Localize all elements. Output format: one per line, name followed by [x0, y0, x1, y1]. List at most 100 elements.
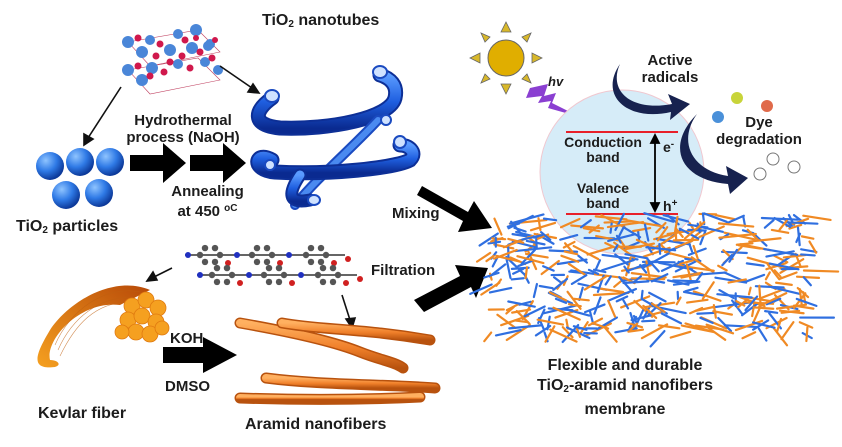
fiber-strand [614, 327, 638, 334]
fiber-strand [745, 262, 765, 267]
fiber-strand [805, 326, 809, 343]
fiber-strand [587, 268, 600, 276]
tio2-particles-label: TiO2 particles [16, 218, 119, 236]
fiber-strand [727, 278, 747, 284]
fiber-strand [800, 248, 818, 254]
fiber-strand [662, 214, 690, 223]
tio2-crystal-lattice-icon [122, 24, 223, 95]
fiber-strand [748, 237, 782, 243]
fiber-strand [493, 217, 503, 236]
fiber-strand [600, 259, 635, 272]
fiber-strand [512, 267, 525, 275]
fiber-strand [705, 325, 727, 341]
fiber-strand [513, 246, 553, 253]
fiber-strand [798, 288, 803, 306]
fiber-strand [672, 279, 697, 283]
fiber-strand [596, 316, 619, 331]
fiber-strand [741, 331, 757, 340]
fiber-strand [488, 286, 513, 294]
dye-molecules-icon [712, 92, 773, 123]
fiber-strand [524, 266, 529, 280]
fiber-strand [572, 325, 588, 331]
fiber-strand [699, 316, 714, 324]
fiber-strand [607, 299, 617, 318]
fiber-strand [802, 214, 832, 222]
tio2-particles-icon [36, 148, 124, 209]
kevlar-fiber-label: Kevlar fiber [38, 405, 127, 422]
fiber-strand [612, 244, 619, 253]
fiber-strand [567, 262, 587, 277]
fiber-strand [775, 281, 793, 286]
fiber-strand [674, 227, 684, 238]
fiber-strand [554, 297, 568, 305]
fiber-strand [510, 277, 525, 281]
fiber-strand [540, 259, 560, 276]
fiber-strand [763, 247, 799, 256]
fiber-strand [475, 251, 492, 263]
fiber-strand [586, 245, 615, 256]
fiber-strand [694, 272, 704, 284]
fiber-strand [507, 300, 536, 308]
fiber-strand [795, 297, 818, 307]
fiber-strand [573, 297, 590, 302]
fiber-strand [587, 317, 604, 327]
fiber-strand [563, 242, 574, 253]
fiber-strand [483, 331, 493, 343]
fiber-strand [630, 314, 652, 322]
fiber-strand [487, 240, 502, 245]
fiber-strand [778, 309, 805, 315]
fiber-strand [615, 295, 629, 303]
dye-degradation-arrow [680, 114, 748, 194]
fiber-strand [515, 309, 531, 325]
molecule-to-kevlar-arrow [145, 267, 173, 282]
fiber-strand [795, 232, 802, 244]
tio2-nanotubes-icon [250, 65, 421, 210]
fiber-strand [780, 321, 795, 341]
fiber-strand [721, 253, 733, 267]
fiber-strand [583, 303, 606, 314]
fiber-strand [703, 212, 728, 223]
membrane-label: Flexible and durable TiO2-aramid nanofib… [537, 357, 713, 418]
fiber-strand [563, 307, 591, 317]
fiber-strand [657, 261, 693, 271]
fiber-strand [744, 273, 766, 283]
fiber-strand [505, 258, 512, 280]
fiber-strand [492, 248, 518, 260]
lightning-icon [526, 84, 580, 117]
tio2-nanotubes-label: TiO2 nanotubes [262, 12, 380, 30]
fiber-strand [642, 304, 658, 320]
fiber-strand [718, 232, 757, 239]
fiber-strand [607, 233, 637, 243]
fiber-strand [744, 295, 759, 312]
kevlar-fiber-icon [37, 285, 170, 368]
fiber-strand [775, 317, 783, 333]
fiber-strand [684, 286, 699, 293]
fiber-strand [717, 222, 755, 228]
active-radicals-arrow [612, 64, 690, 120]
fiber-strand [561, 323, 580, 344]
fiber-strand [692, 244, 699, 260]
fiber-strand [770, 286, 802, 296]
lattice-to-particles-arrow [83, 86, 122, 147]
fiber-strand [535, 238, 538, 249]
fiber-strand [698, 225, 725, 239]
membrane-fiber-mat [469, 212, 840, 348]
band-gap-arrow [649, 132, 661, 214]
fiber-strand [588, 310, 595, 325]
fiber-strand [588, 224, 600, 234]
fiber-strand [798, 321, 814, 329]
fiber-strand [609, 222, 613, 234]
molecule-to-nanofibers-arrow [341, 294, 357, 330]
koh-dmso-arrow [163, 337, 237, 373]
fiber-strand [534, 324, 552, 337]
fiber-strand [765, 297, 782, 306]
fiber-strand [629, 322, 639, 331]
fiber-strand [772, 327, 789, 347]
fiber-strand [538, 284, 554, 290]
fiber-strand [658, 243, 662, 255]
fiber-strand [716, 293, 753, 299]
fiber-strand [542, 217, 558, 222]
fiber-strand [542, 265, 555, 272]
fiber-strand [680, 272, 702, 279]
fiber-strand [683, 221, 706, 240]
